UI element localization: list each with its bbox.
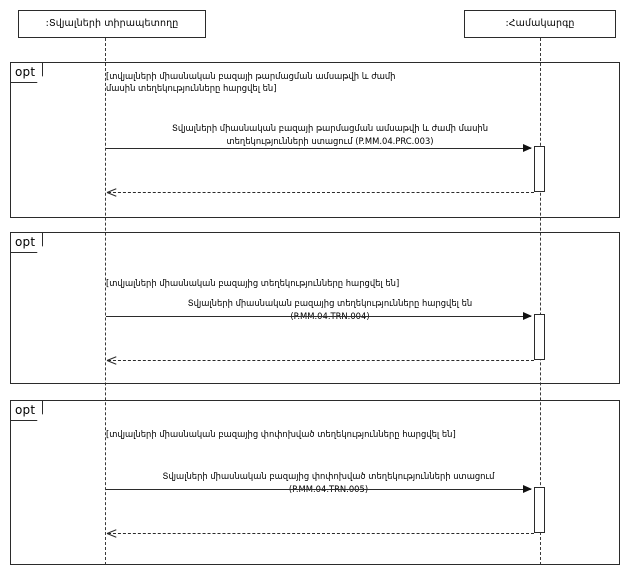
message-3-call-line[interactable] (106, 489, 531, 490)
opt-fragment-2-guard: [տվյալների միասնական բազայից տեղեկությու… (106, 278, 400, 288)
message-1-call-line[interactable] (106, 148, 531, 149)
message-3-label-line1: Տվյալների միասնական բազայից փոփոխված տեղ… (162, 471, 495, 481)
message-1-return-line[interactable] (108, 192, 534, 193)
message-2-call-arrowhead (523, 312, 532, 320)
message-1-label-line2: տեղեկությունների ստացում (P.MM.04.PRC.00… (226, 136, 434, 146)
message-3-return-arrowhead (107, 529, 116, 538)
message-3-return-line[interactable] (108, 533, 534, 534)
lifeline-head-system[interactable]: :Համակարգը (464, 10, 616, 38)
opt-fragment-1-operator: opt (11, 63, 44, 83)
opt-fragment-1[interactable]: opt (10, 62, 620, 218)
message-2-return-line[interactable] (108, 360, 534, 361)
opt-fragment-3-operator: opt (11, 401, 44, 421)
message-2-call-line[interactable] (106, 316, 531, 317)
activation-bar-3 (534, 487, 545, 533)
lifeline-system (540, 38, 541, 565)
opt-fragment-2[interactable]: opt (10, 232, 620, 384)
activation-bar-2 (534, 314, 545, 360)
lifeline-label-system: :Համակարգը (505, 17, 575, 29)
opt-fragment-1-guard: [տվյալների միասնական բազայի թարմացման ամ… (106, 71, 396, 94)
message-1-label-line1: Տվյալների միասնական բազայի թարմացման ամս… (171, 123, 489, 133)
opt-fragment-3[interactable]: opt (10, 400, 620, 565)
lifeline-data-owner (105, 38, 106, 565)
opt-fragment-3-guard: [տվյալների միասնական բազայից փոփոխված տե… (106, 429, 456, 439)
message-3-call-arrowhead (523, 485, 532, 493)
message-2-label-line1: Տվյալների միասնական բազայից տեղեկություն… (187, 298, 473, 308)
opt-fragment-2-operator: opt (11, 233, 44, 253)
message-1-return-arrowhead (107, 188, 116, 197)
lifeline-label-data-owner: :Տվյալների տիրապետողը (45, 17, 179, 29)
lifeline-head-data-owner[interactable]: :Տվյալների տիրապետողը (18, 10, 206, 38)
message-1-call-arrowhead (523, 144, 532, 152)
message-2-return-arrowhead (107, 356, 116, 365)
activation-bar-1 (534, 146, 545, 192)
